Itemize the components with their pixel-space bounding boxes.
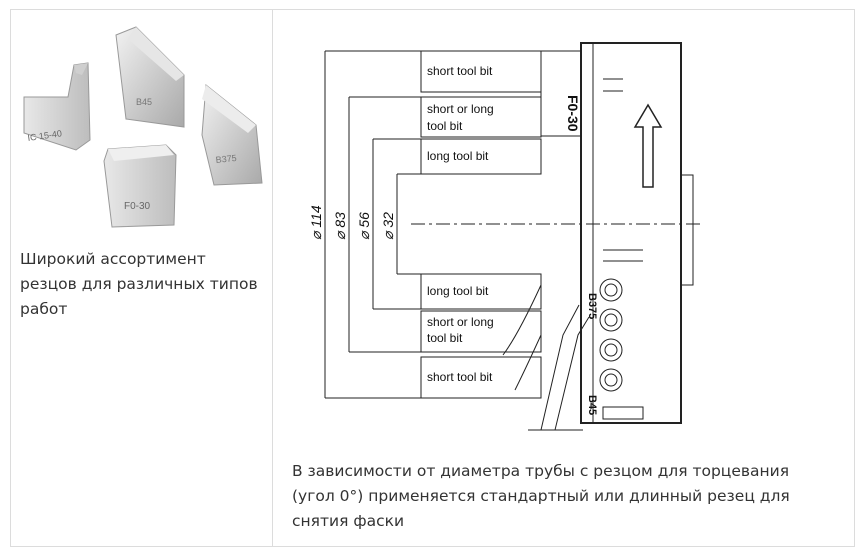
tool-bit-f030: F0-30 xyxy=(103,144,177,228)
caption-line: резцов для различных типов xyxy=(20,275,258,293)
caption-line: (угол 0°) применяется стандартный или дл… xyxy=(292,487,790,505)
tool-bit-label: B45 xyxy=(136,97,152,107)
tool-bit-b375: B375 xyxy=(201,84,263,186)
tool-bit-diagram: short tool bit short or long tool bit lo… xyxy=(308,42,703,431)
row-label: long tool bit xyxy=(427,149,489,163)
caption-line: Широкий ассортимент xyxy=(20,250,206,268)
dimension-label: ⌀ 56 xyxy=(356,212,372,240)
right-caption: В зависимости от диаметра трубы с резцом… xyxy=(292,459,790,534)
caption-line: работ xyxy=(20,300,68,318)
caption-line: В зависимости от диаметра трубы с резцом… xyxy=(292,462,790,480)
right-cell: short tool bit short or long tool bit lo… xyxy=(273,10,854,546)
dimension-label: ⌀ 32 xyxy=(380,212,396,240)
machine-mark: B375 xyxy=(586,293,598,319)
left-caption: Широкий ассортимент резцов для различных… xyxy=(20,247,258,322)
row-label: tool bit xyxy=(427,331,463,345)
left-cell: IC 15-40 B45 B375 F0-30 Широкий ассо xyxy=(11,10,273,546)
tool-bit-ic: IC 15-40 xyxy=(23,62,91,151)
machine-mark: F0-30 xyxy=(565,95,581,132)
tool-bit-label: IC 15-40 xyxy=(27,128,63,143)
row-label: long tool bit xyxy=(427,284,489,298)
tool-bits-photo: IC 15-40 B45 B375 F0-30 xyxy=(23,26,263,228)
row-label: tool bit xyxy=(427,119,463,133)
row-label: short or long xyxy=(427,102,494,116)
content-table: IC 15-40 B45 B375 F0-30 Широкий ассо xyxy=(10,9,855,547)
row-label: short tool bit xyxy=(427,64,493,78)
tool-bit-b45: B45 xyxy=(115,26,185,128)
caption-line: снятия фаски xyxy=(292,512,405,530)
machine-mark: B45 xyxy=(586,395,598,415)
dimension-label: ⌀ 114 xyxy=(308,205,324,240)
row-label: short tool bit xyxy=(427,370,493,384)
tool-bit-label: F0-30 xyxy=(124,201,151,212)
tool-bit-label: B375 xyxy=(215,153,237,165)
row-label: short or long xyxy=(427,315,494,329)
dimension-label: ⌀ 83 xyxy=(332,212,348,240)
